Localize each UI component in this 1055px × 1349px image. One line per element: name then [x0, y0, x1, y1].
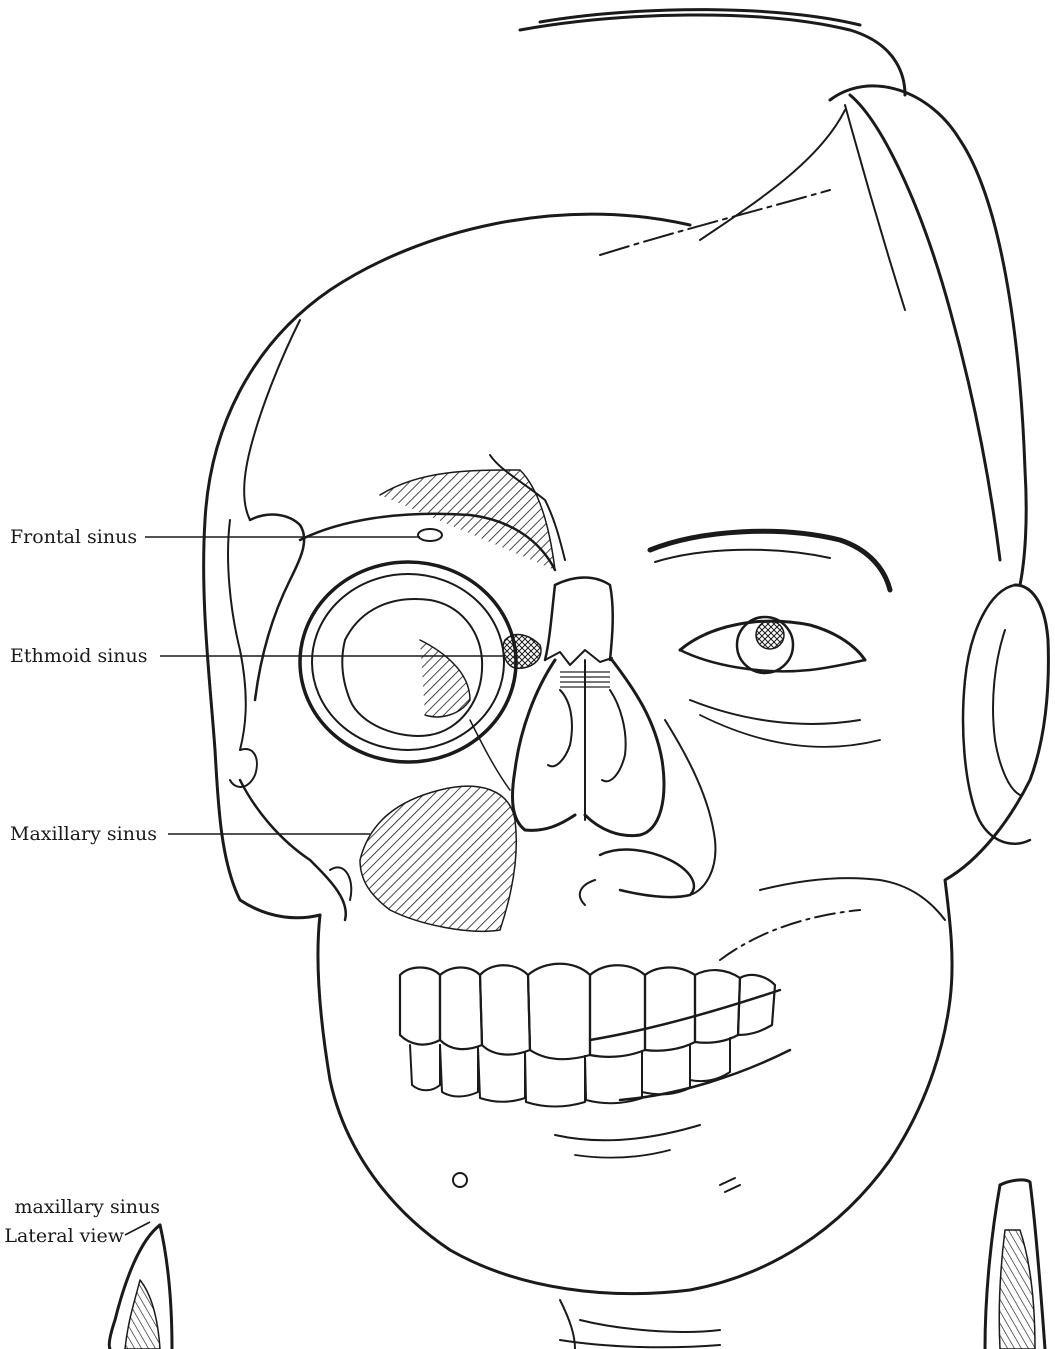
nasal-bone — [555, 578, 613, 661]
hair-outline — [520, 15, 905, 95]
right-eyebrow — [650, 531, 890, 590]
inset-leader — [125, 1222, 150, 1235]
left-orbit — [300, 562, 516, 762]
ethmoid-sinus-label: Ethmoid sinus — [10, 647, 148, 666]
inset-title: maxillary sinus — [14, 1198, 160, 1217]
upper-teeth — [400, 964, 775, 1059]
inset-subtitle: Lateral view — [4, 1227, 124, 1246]
nose-tip — [600, 850, 694, 898]
maxillary-sinus-shading — [360, 786, 516, 931]
chin-detail — [555, 1125, 700, 1140]
ear — [963, 585, 1030, 844]
maxillary-sinus-label: Maxillary sinus — [10, 825, 157, 844]
frontal-sinus-label: Frontal sinus — [10, 528, 137, 547]
